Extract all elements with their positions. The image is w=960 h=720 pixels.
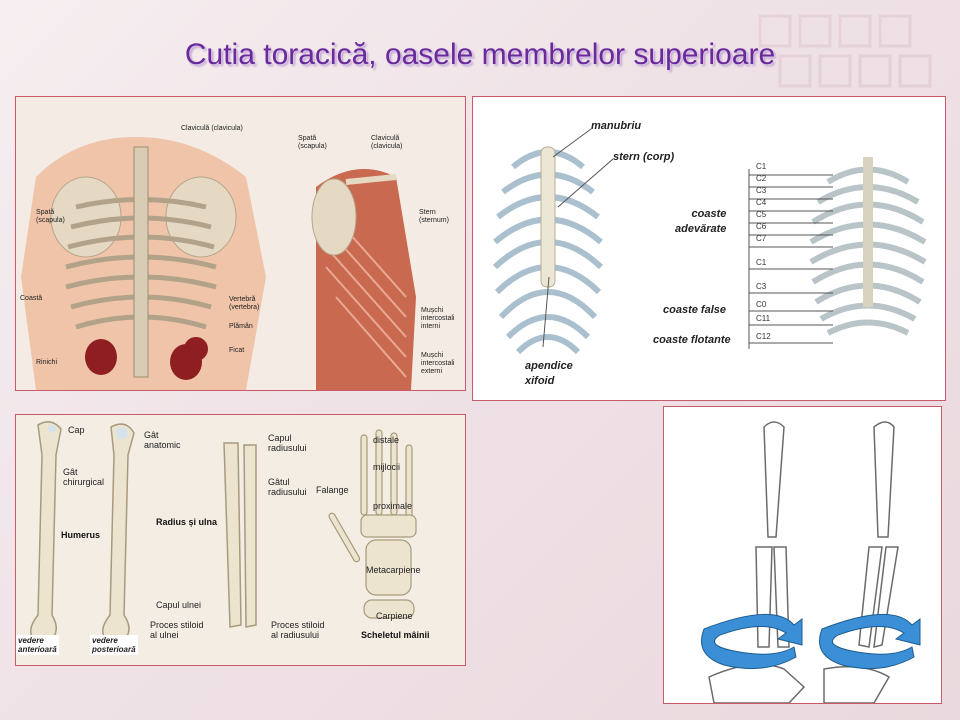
rib-label: C11	[756, 314, 771, 323]
arm-bones-image: Cap Gât anatomic Gât chirurgical Humerus…	[15, 414, 466, 666]
forearm-rotation-image	[663, 406, 942, 704]
ribcage-image: manubriu stern (corp) apendice xifoid co…	[472, 96, 946, 401]
label-vedere-anterioara: vedere anterioară	[16, 635, 59, 655]
ribcage-drawing	[492, 128, 927, 355]
label-apendice-xifoid: apendice xifoid	[525, 360, 573, 387]
label-coaste-flotante: coaste flotante	[653, 334, 731, 346]
label-capul-ulnei: Capul ulnei	[156, 600, 202, 610]
label-manubriu: manubriu	[591, 120, 642, 132]
slide-title: Cutia toracică, oasele membrelor superio…	[184, 38, 776, 71]
label-gat-chirurgical: Gât chirurgical	[63, 467, 105, 487]
label-rinichi: Rinichi	[36, 359, 58, 366]
rib-label: C12	[756, 332, 771, 341]
label-carpiene: Carpiene	[376, 611, 413, 621]
label-cap: Cap	[68, 425, 85, 435]
rib-label: C3	[756, 282, 767, 291]
label-muschi-externi: Mușchi intercostali externi	[421, 352, 455, 375]
label-ficat: Ficat	[229, 347, 245, 354]
label-proximale: proximale	[373, 501, 413, 511]
label-capul-radiusului: Capul radiusului	[268, 433, 307, 453]
label-proces-ulnei: Proces stiloid al ulnei	[150, 620, 204, 640]
label-humerus: Humerus	[61, 530, 101, 540]
label-metacarpiene: Metacarpiene	[366, 565, 421, 575]
label-muschi-interni: Mușchi intercostali interni	[421, 307, 455, 330]
rib-label: C5	[756, 210, 767, 219]
rib-label: C6	[756, 222, 767, 231]
label-distale: distale	[373, 435, 400, 445]
label-coasta: Coastă	[20, 295, 43, 302]
label-scheletul-mainii: Scheletul mâinii	[361, 630, 430, 640]
rib-label: C4	[756, 198, 767, 207]
label-vedere-posterioara: vedere posterioară	[90, 635, 138, 655]
forearm-rotation-drawing	[701, 421, 921, 703]
arm-bones-drawing	[30, 421, 417, 641]
label-gatul-radiusului: Gâtul radiusului	[268, 477, 307, 497]
label-coaste-false: coaste false	[663, 304, 726, 316]
label-radius-ulna: Radius și ulna	[156, 517, 218, 527]
label-stern: Stern (sternum)	[419, 209, 449, 224]
label-gat-anatomic: Gât anatomic	[144, 430, 181, 450]
label-plaman: Plămân	[229, 323, 253, 330]
rib-label: C1	[756, 162, 767, 171]
rib-label: C2	[756, 174, 767, 183]
label-falange: Falange	[316, 485, 349, 495]
rib-label: C1	[756, 258, 767, 267]
back-thorax-image: Claviculă (clavicula) Spată (scapula) Co…	[15, 96, 466, 391]
label-spata-left: Spată (scapula)	[36, 209, 65, 224]
label-clavicula-right: Claviculă (clavicula)	[371, 135, 403, 150]
label-mijlocii: mijlocii	[373, 462, 400, 472]
label-coaste-adevarate: coaste adevărate	[675, 208, 727, 235]
rib-label: C0	[756, 300, 767, 309]
label-spata-right: Spată (scapula)	[298, 135, 327, 150]
back-thorax-drawing	[21, 137, 416, 390]
rib-label: C3	[756, 186, 767, 195]
rib-label: C7	[756, 234, 767, 243]
label-clavicula: Claviculă (clavicula)	[181, 125, 243, 132]
label-stern-corp: stern (corp)	[613, 151, 675, 163]
watermark-pattern	[758, 14, 932, 88]
label-proces-radiusului: Proces stiloid al radiusului	[271, 620, 325, 640]
label-vertebra: Vertebră (vertebra)	[229, 296, 260, 311]
